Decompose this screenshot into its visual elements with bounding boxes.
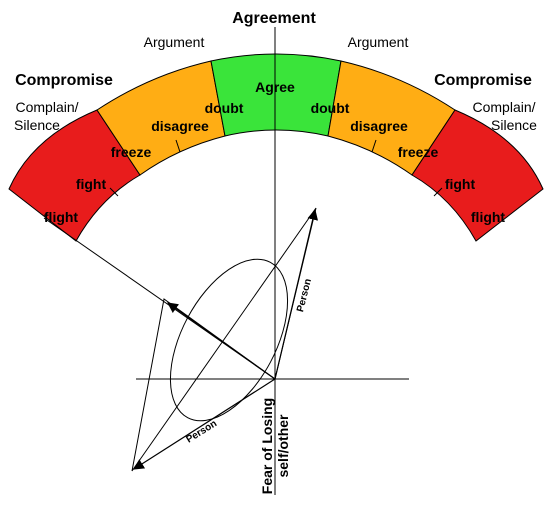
compromise-right-label: Compromise [434, 72, 532, 89]
argument-right-label: Argument [348, 34, 409, 50]
complain-right-label-1: Complain/ [472, 99, 535, 115]
title: Agreement [232, 10, 316, 27]
doubt-left-label: doubt [205, 100, 244, 116]
person-upper-arrow [274, 208, 319, 380]
freeze-right-label: freeze [398, 144, 439, 160]
resultant-arrow [167, 302, 276, 380]
fear-label-line1: Fear of Losing [259, 398, 275, 494]
doubt-right-label: doubt [311, 100, 350, 116]
ellipse [169, 258, 289, 422]
fight-right-label: fight [445, 176, 476, 192]
disagree-left-label: disagree [151, 118, 209, 134]
argument-left-label: Argument [144, 34, 205, 50]
segment-center-green [210, 53, 342, 137]
freeze-left-label: freeze [111, 144, 152, 160]
band-ticks [109, 139, 443, 197]
fight-left-label: fight [76, 176, 107, 192]
compromise-left-label: Compromise [15, 72, 113, 89]
flight-left-label: flight [44, 209, 79, 225]
disagree-right-label: disagree [350, 118, 408, 134]
complain-left-label-2: Silence [14, 117, 60, 133]
person-lower-label: Person [184, 418, 219, 445]
agree-label: Agree [255, 79, 295, 95]
person-lower-arrow [133, 378, 276, 470]
complain-right-label-2: Silence [491, 117, 537, 133]
segment-right-red [411, 109, 544, 242]
arc-band [8, 53, 544, 242]
flight-right-label: flight [471, 209, 506, 225]
complain-left-label-1: Complain/ [15, 99, 78, 115]
fear-label-line2: self/other [275, 414, 291, 478]
